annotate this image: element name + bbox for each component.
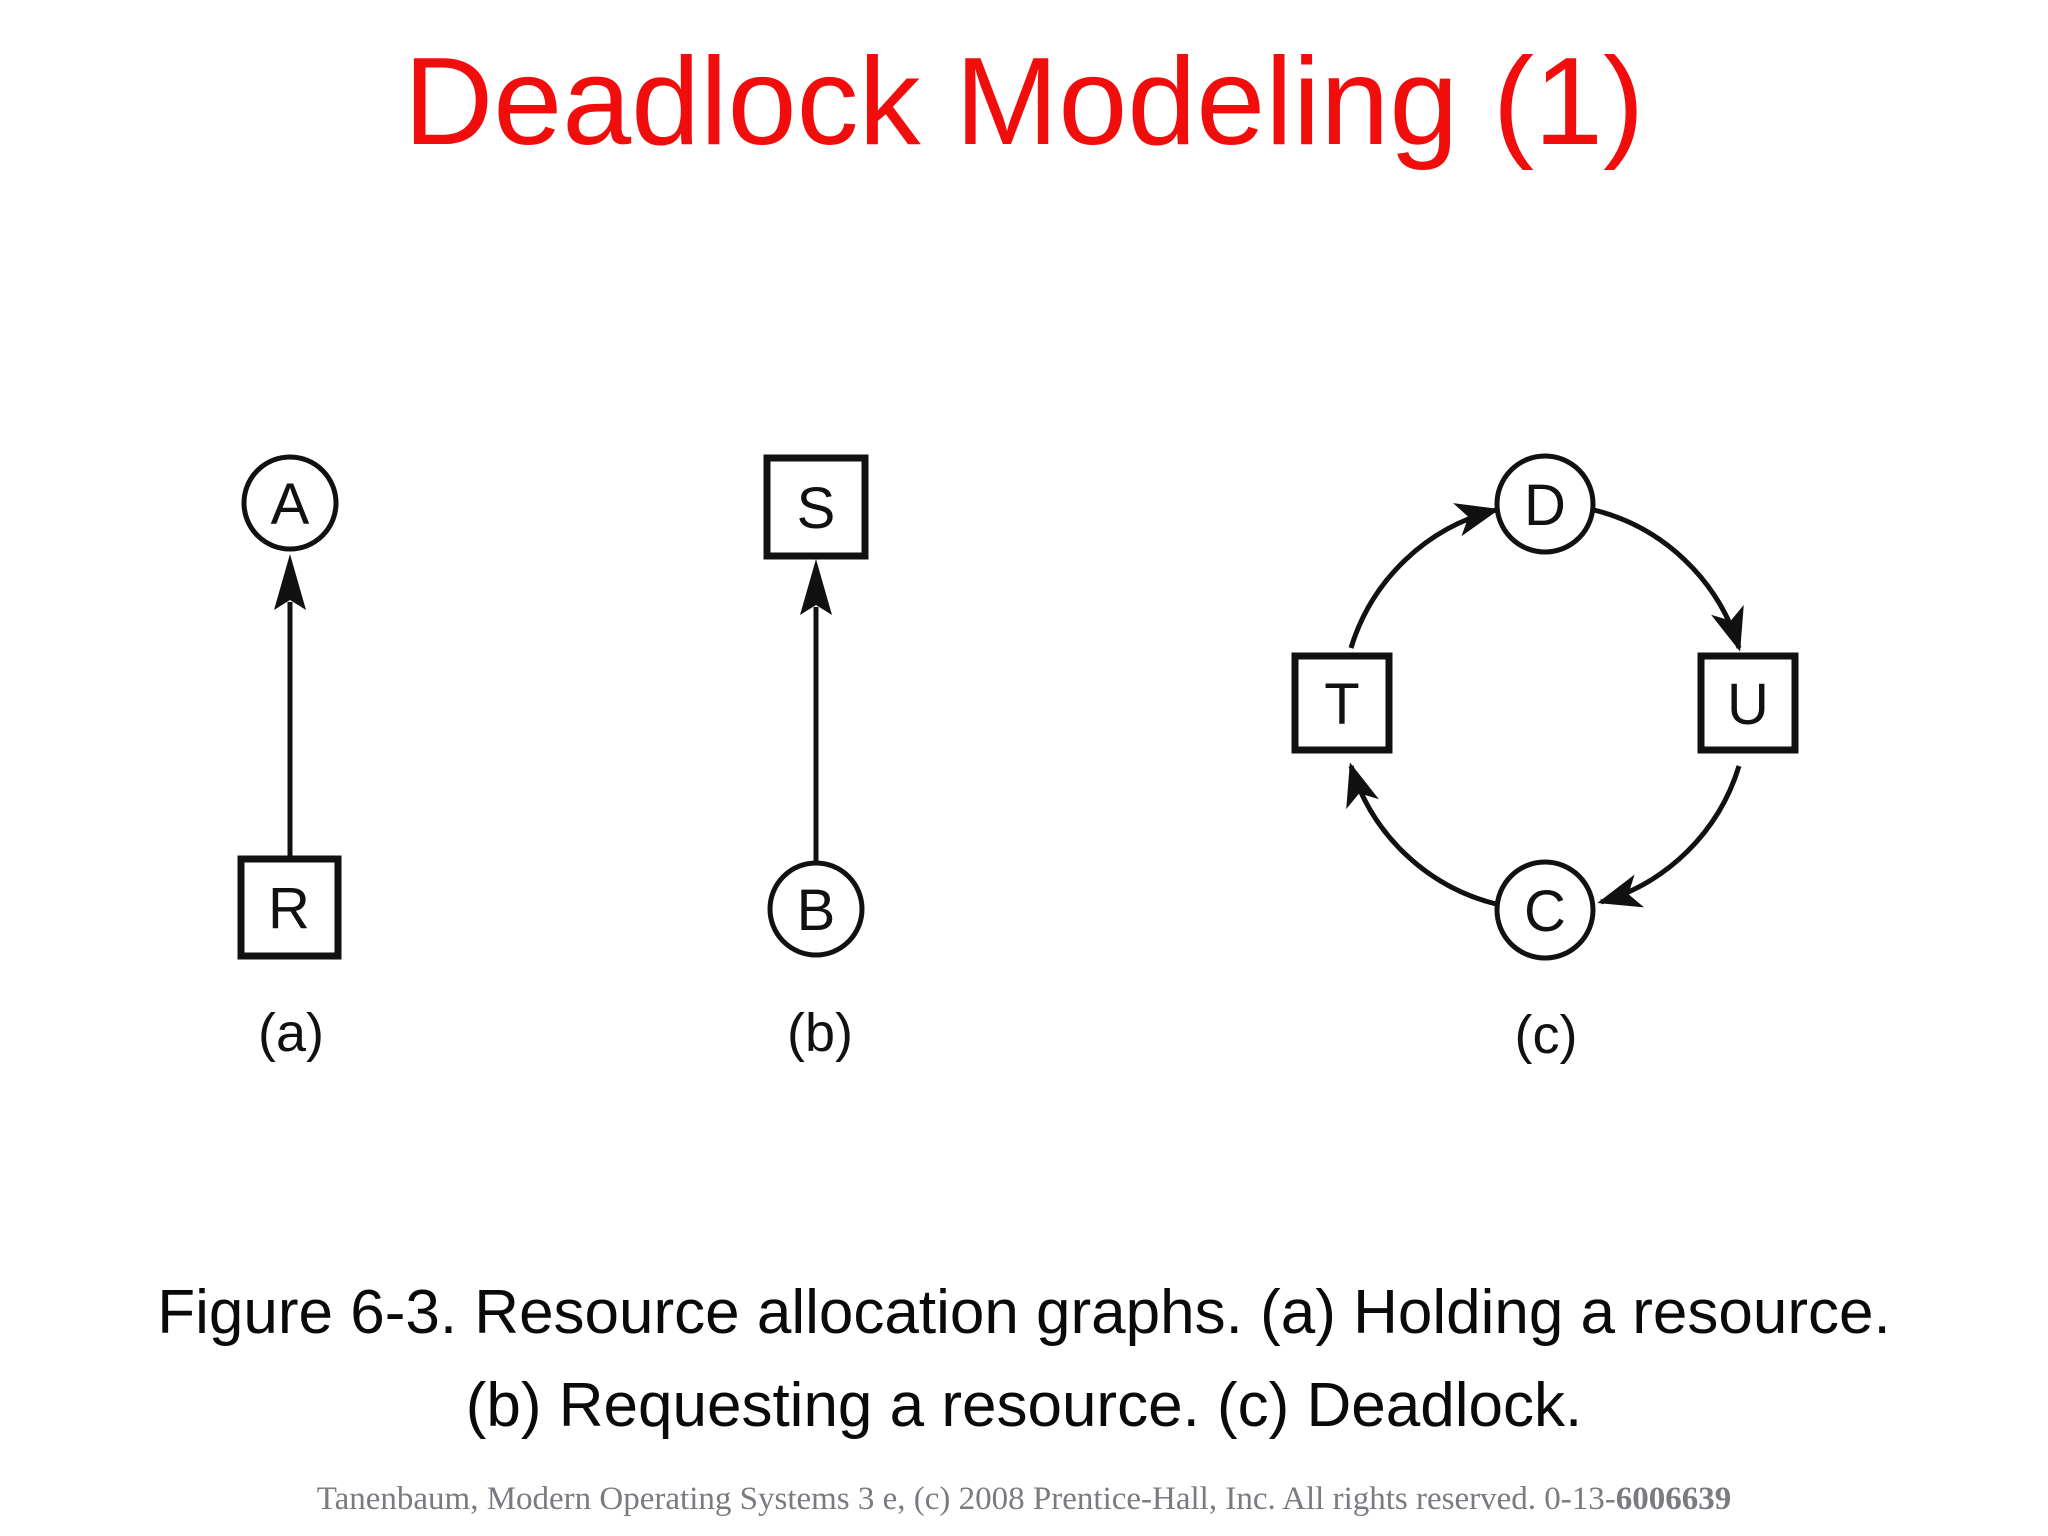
edge-u-to-c xyxy=(1597,765,1742,908)
edge-t-to-d xyxy=(1348,503,1500,649)
arrowhead-into-s-icon xyxy=(800,559,832,615)
attribution-isbn-bold: 6006639 xyxy=(1615,1481,1732,1517)
arrowhead-into-a-icon xyxy=(274,554,306,610)
figure-caption: Figure 6-3. Resource allocation graphs. … xyxy=(0,1266,2048,1452)
figure-caption-line1: Figure 6-3. Resource allocation graphs. … xyxy=(157,1278,1891,1347)
edge-d-to-u xyxy=(1593,507,1744,652)
process-node-d-label: D xyxy=(1524,473,1566,538)
figure-b-label: (b) xyxy=(787,1003,853,1063)
figure-b-requesting-a-resource: S B (b) xyxy=(763,454,869,1063)
resource-node-s xyxy=(763,454,869,560)
resource-node-t xyxy=(1291,652,1393,754)
resource-node-r-label: R xyxy=(268,876,310,941)
process-node-c-label: C xyxy=(1524,879,1566,944)
process-node-a xyxy=(241,454,339,552)
slide-title: Deadlock Modeling (1) xyxy=(403,33,1645,171)
edge-c-to-t xyxy=(1346,762,1497,907)
process-node-d xyxy=(1494,453,1596,555)
resource-node-u-label: U xyxy=(1727,672,1769,737)
figure-caption-line2: (b) Requesting a resource. (c) Deadlock. xyxy=(465,1371,1583,1440)
attribution-line: Tanenbaum, Modern Operating Systems 3 e,… xyxy=(0,1481,2048,1518)
process-node-b xyxy=(767,860,865,958)
attribution-text: Tanenbaum, Modern Operating Systems 3 e,… xyxy=(316,1481,1616,1517)
figure-c-deadlock-cycle: D U C T (c) xyxy=(1291,453,1799,1065)
resource-node-u xyxy=(1697,652,1799,754)
figure-c-label: (c) xyxy=(1515,1005,1578,1065)
figure-a-label: (a) xyxy=(258,1003,324,1063)
resource-node-t-label: T xyxy=(1324,672,1359,737)
resource-node-s-label: S xyxy=(797,476,836,541)
resource-node-r xyxy=(237,855,342,960)
process-node-b-label: B xyxy=(797,878,836,943)
figure-a-holding-a-resource: A R (a) xyxy=(237,454,342,1063)
process-node-c xyxy=(1494,859,1596,961)
process-node-a-label: A xyxy=(271,472,310,537)
